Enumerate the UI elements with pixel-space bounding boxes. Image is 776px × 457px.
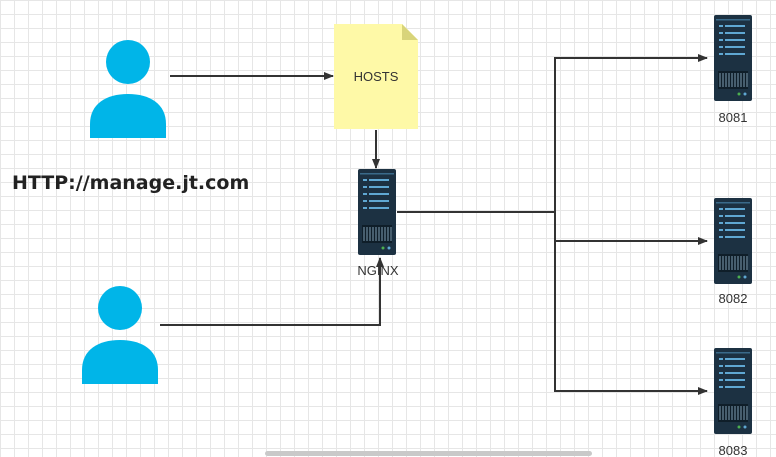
server-8083-icon [713,347,753,435]
url-label: HTTP://manage.jt.com [12,172,249,194]
hosts-label: HOSTS [354,69,399,84]
nginx-server-icon [357,168,397,256]
server-8081-icon [713,14,753,102]
hosts-note[interactable]: HOSTS [334,24,418,129]
server-8081-label: 8081 [719,110,748,125]
user-icon-bottom[interactable] [82,286,158,384]
scrollbar-thumb[interactable] [265,451,592,456]
edge-user-to-nginx [160,257,384,326]
edges [160,54,708,395]
server-8082-icon [713,197,753,285]
nginx-label: NGINX [357,263,399,278]
edge-nginx-to-8083 [554,212,708,395]
horizontal-scrollbar[interactable] [0,451,776,457]
edge-nginx-to-8081 [554,54,708,212]
server-8081[interactable]: 8081 [713,14,753,125]
server-8082[interactable]: 8082 [713,197,753,306]
user-icon-top[interactable] [90,40,166,138]
server-8083-label: 8083 [719,443,748,457]
server-8083[interactable]: 8083 [713,347,753,457]
edge-nginx-to-8082 [554,212,708,245]
nginx-server[interactable]: NGINX [357,168,399,278]
server-8082-label: 8082 [719,291,748,306]
